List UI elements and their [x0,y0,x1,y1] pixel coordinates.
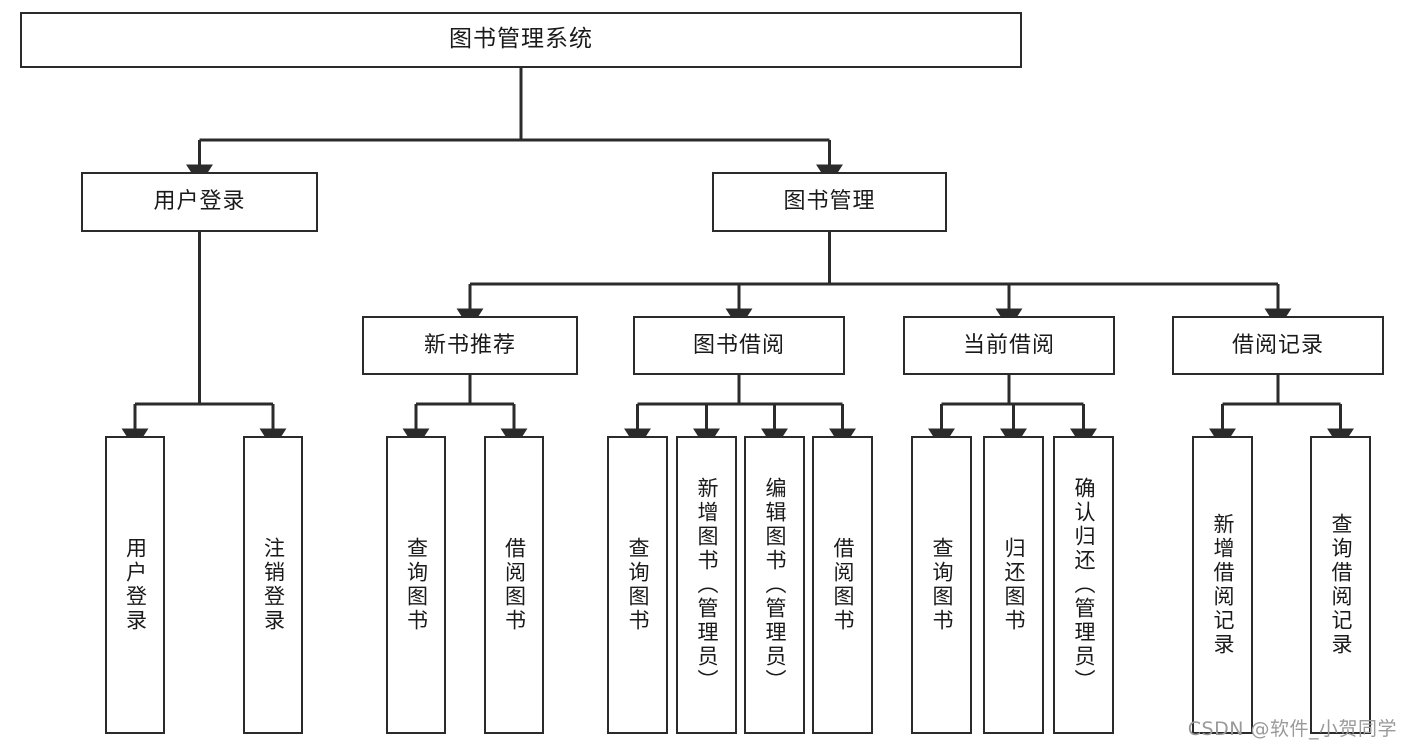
node-leaf-add-book-label: 新增图书（管理员） [695,477,720,693]
node-leaf-edit-book-label: 编辑图书（管理员） [763,477,788,693]
csdn-watermark: CSDN @软件_小贺同学 [1187,718,1397,740]
node-leaf-edit-book[interactable]: 编辑图书（管理员） [744,436,805,734]
node-leaf-user-login-label: 用户登录 [123,537,148,633]
node-leaf-query-record[interactable]: 查询借阅记录 [1310,436,1371,734]
node-leaf-borrow-book-1-label: 借阅图书 [502,537,527,633]
node-user-login-label: 用户登录 [153,189,246,215]
node-leaf-borrow-book-2-label: 借阅图书 [831,537,856,633]
node-leaf-query-book-2[interactable]: 查询图书 [607,436,668,734]
node-borrow-record[interactable]: 借阅记录 [1172,316,1384,375]
node-leaf-query-book-3-label: 查询图书 [930,537,955,633]
node-current-borrow-label: 当前借阅 [962,332,1055,358]
node-leaf-query-book-3[interactable]: 查询图书 [911,436,972,734]
node-leaf-borrow-book-1[interactable]: 借阅图书 [484,436,544,734]
node-leaf-borrow-book-2[interactable]: 借阅图书 [812,436,873,734]
node-leaf-query-book-1[interactable]: 查询图书 [386,436,446,734]
node-leaf-logout[interactable]: 注销登录 [243,436,303,734]
node-new-book-recommend[interactable]: 新书推荐 [362,316,578,375]
node-root[interactable]: 图书管理系统 [20,12,1022,68]
node-book-manage[interactable]: 图书管理 [712,172,947,232]
node-leaf-logout-label: 注销登录 [261,537,286,633]
node-leaf-query-record-label: 查询借阅记录 [1329,513,1354,657]
node-user-login[interactable]: 用户登录 [81,172,318,232]
node-book-borrow-label: 图书借阅 [692,332,785,358]
node-leaf-confirm-return-label: 确认归还（管理员） [1072,477,1097,693]
node-leaf-add-book[interactable]: 新增图书（管理员） [676,436,737,734]
node-new-book-recommend-label: 新书推荐 [423,332,516,358]
node-current-borrow[interactable]: 当前借阅 [903,316,1115,375]
node-book-manage-label: 图书管理 [783,189,876,215]
node-leaf-add-record-label: 新增借阅记录 [1211,513,1236,657]
node-leaf-confirm-return[interactable]: 确认归还（管理员） [1053,436,1114,734]
node-leaf-return-book-label: 归还图书 [1002,537,1027,633]
node-leaf-return-book[interactable]: 归还图书 [983,436,1044,734]
node-leaf-add-record[interactable]: 新增借阅记录 [1192,436,1253,734]
node-leaf-query-book-1-label: 查询图书 [404,537,429,633]
node-book-borrow[interactable]: 图书借阅 [633,316,845,375]
node-leaf-query-book-2-label: 查询图书 [626,537,651,633]
node-leaf-user-login[interactable]: 用户登录 [105,436,165,734]
node-borrow-record-label: 借阅记录 [1231,332,1324,358]
node-root-label: 图书管理系统 [449,26,593,53]
